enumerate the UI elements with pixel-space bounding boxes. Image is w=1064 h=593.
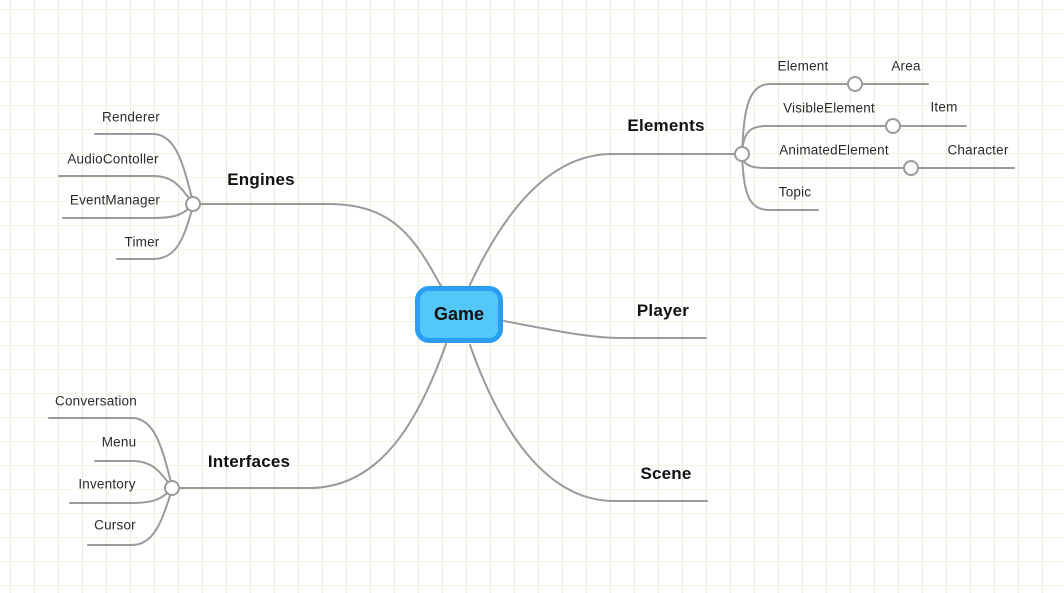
connector-interfaces-conversation — [48, 417, 173, 487]
topic-elements[interactable]: Elements — [627, 116, 705, 135]
topic-area[interactable]: Area — [891, 58, 921, 74]
topic-element[interactable]: Element — [777, 58, 829, 74]
topic-player[interactable]: Player — [636, 301, 690, 320]
topic-scene[interactable]: Scene — [640, 464, 692, 483]
connector-engines-timer — [116, 205, 194, 260]
connector-elements-animatedelement-character — [741, 157, 1015, 169]
connector-engines-renderer — [94, 133, 194, 203]
root-topic-game[interactable]: Game — [415, 286, 503, 343]
topic-visibleelement[interactable]: VisibleElement — [783, 100, 875, 116]
collapse-toggle-animatedelement[interactable] — [903, 160, 919, 176]
collapse-toggle-elements[interactable] — [734, 146, 750, 162]
topic-renderer[interactable]: Renderer — [102, 109, 160, 125]
connector-game-engines — [200, 203, 443, 289]
collapse-toggle-interfaces[interactable] — [164, 480, 180, 496]
collapse-toggle-element[interactable] — [847, 76, 863, 92]
collapse-toggle-visibleelement[interactable] — [885, 118, 901, 134]
topic-topic[interactable]: Topic — [778, 184, 812, 200]
connector-elements-topic — [741, 155, 819, 211]
topic-inventory[interactable]: Inventory — [78, 476, 136, 492]
topic-timer[interactable]: Timer — [124, 234, 160, 250]
connector-game-player — [503, 320, 707, 339]
connector-elements-visibleelement-item — [741, 125, 967, 151]
topic-interfaces[interactable]: Interfaces — [207, 452, 291, 471]
connector-game-interfaces — [179, 343, 447, 489]
connector-elements-element-area — [741, 83, 929, 153]
connector-game-elements — [468, 153, 736, 288]
topic-cursor[interactable]: Cursor — [94, 517, 136, 533]
topic-audiocontoller[interactable]: AudioContoller — [67, 151, 159, 167]
topic-engines[interactable]: Engines — [227, 170, 295, 189]
topic-conversation[interactable]: Conversation — [55, 393, 137, 409]
topic-item[interactable]: Item — [930, 99, 958, 115]
topic-animatedelement[interactable]: AnimatedElement — [779, 142, 889, 158]
collapse-toggle-engines[interactable] — [185, 196, 201, 212]
topic-eventmanager[interactable]: EventManager — [69, 192, 161, 208]
connector-interfaces-cursor — [87, 489, 173, 546]
topic-character[interactable]: Character — [947, 142, 1009, 158]
topic-menu[interactable]: Menu — [101, 434, 137, 450]
connector-game-scene — [469, 344, 708, 502]
